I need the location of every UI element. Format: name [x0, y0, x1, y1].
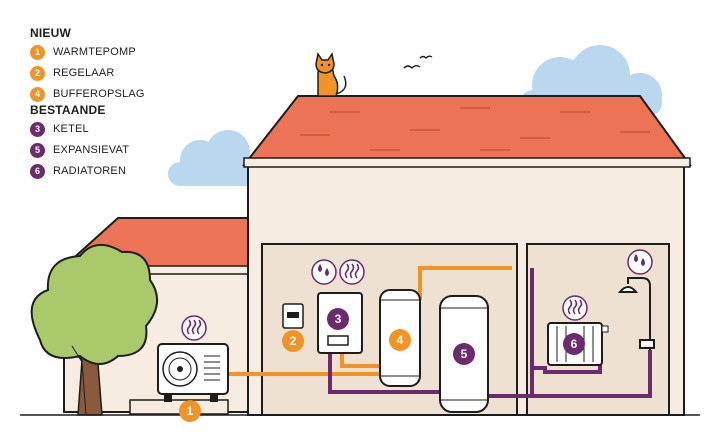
expansion-vessel-badge: 5 [453, 343, 475, 365]
water-drops-icon [311, 259, 337, 285]
boiler-badge: 3 [327, 308, 349, 330]
legend-item-controller: 2 REGELAAR [30, 64, 200, 82]
radiator-badge: 6 [563, 333, 585, 355]
cat-icon [315, 52, 347, 97]
legend-label: REGELAAR [53, 67, 115, 79]
buffer-badge: 4 [389, 329, 411, 351]
heat-waves-icon [562, 295, 588, 321]
legend-label: RADIATOREN [53, 165, 127, 177]
legend-number: 5 [30, 142, 45, 158]
legend-item-boiler: 3 KETEL [30, 120, 200, 138]
pipes-existing [328, 268, 652, 398]
legend-number: 1 [30, 44, 45, 60]
legend-label: KETEL [53, 123, 89, 135]
legend-number: 3 [30, 121, 45, 137]
legend: NIEUW 1 WARMTEPOMP 2 REGELAAR 4 BUFFEROP… [30, 26, 200, 180]
legend-existing-heading: BESTAANDE [30, 103, 106, 117]
pipes-new [228, 266, 512, 376]
legend-number: 2 [30, 65, 45, 81]
legend-item-radiators: 6 RADIATOREN [30, 162, 200, 180]
legend-number: 6 [30, 163, 45, 179]
legend-label: BUFFEROPSLAG [53, 88, 145, 100]
controller [282, 303, 304, 329]
water-drops-icon [627, 249, 653, 275]
legend-item-buffer: 4 BUFFEROPSLAG [30, 85, 200, 103]
heat-pump [129, 343, 229, 415]
legend-new-heading: NIEUW [30, 26, 71, 40]
legend-number: 4 [30, 86, 45, 102]
cloud-left-icon [168, 130, 258, 186]
heat-pump-badge: 1 [179, 400, 201, 422]
heat-waves-icon [181, 315, 207, 341]
bird-icon [403, 55, 433, 69]
heat-waves-icon [339, 259, 365, 285]
legend-item-heat-pump: 1 WARMTEPOMP [30, 43, 200, 61]
legend-label: EXPANSIEVAT [53, 144, 130, 156]
legend-item-expansion-vessel: 5 EXPANSIEVAT [30, 141, 200, 159]
shower-icon [617, 277, 655, 350]
controller-badge: 2 [282, 330, 304, 352]
tree-icon [30, 244, 158, 416]
legend-label: WARMTEPOMP [53, 46, 136, 58]
